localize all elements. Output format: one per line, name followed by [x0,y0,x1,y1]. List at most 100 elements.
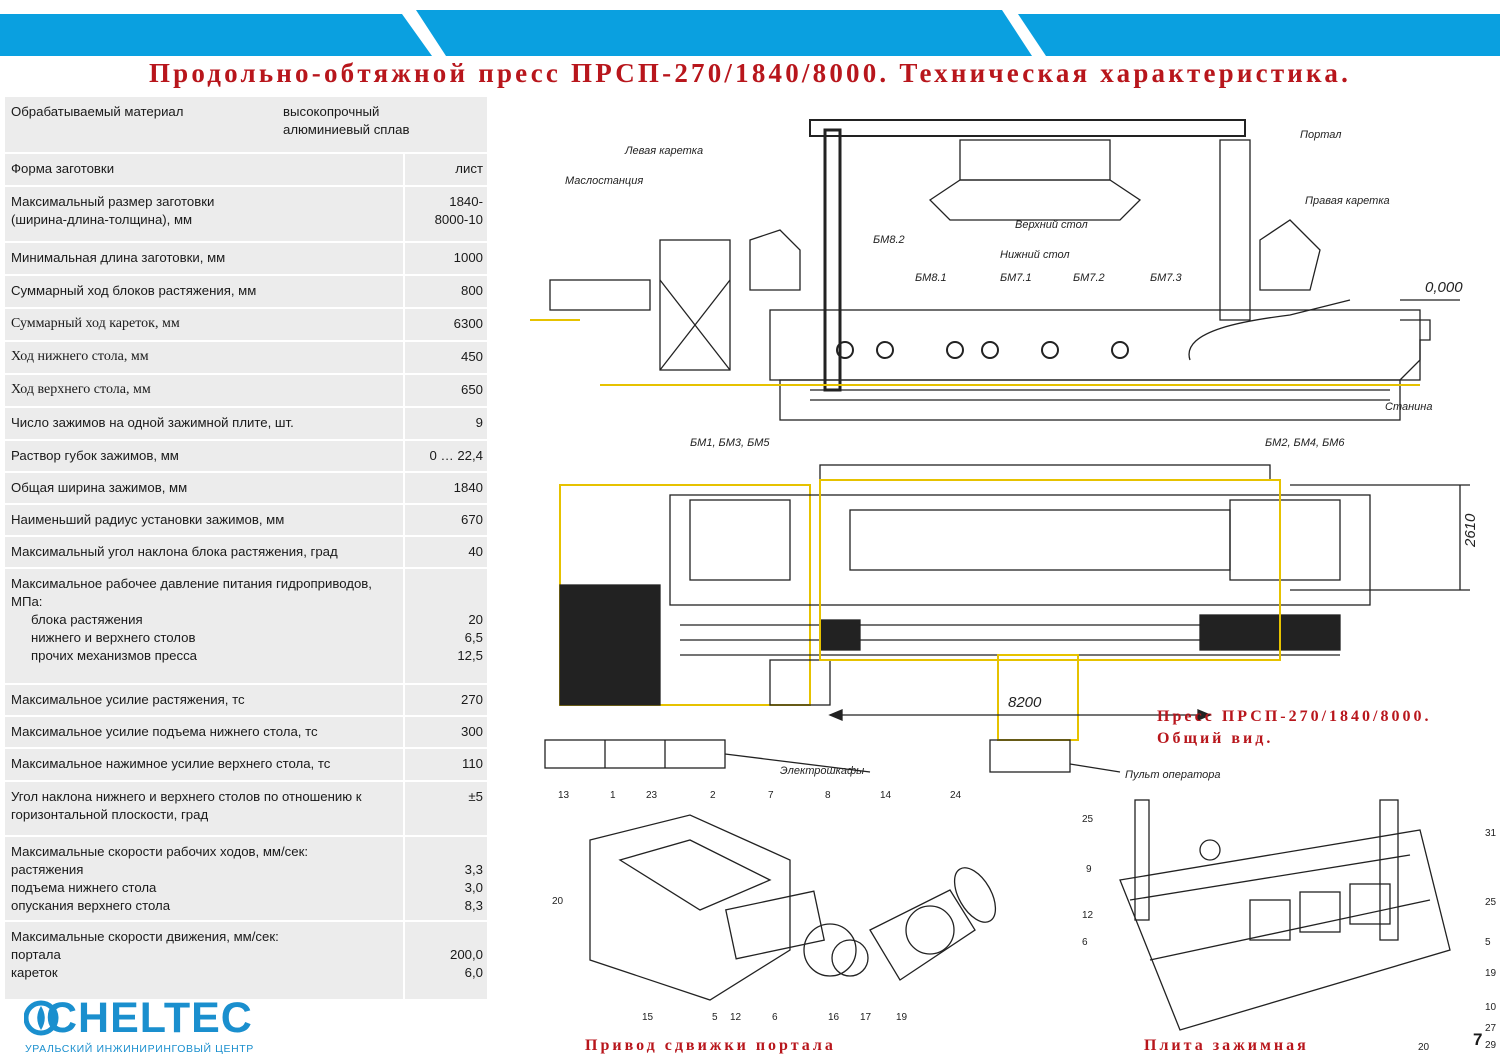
spec-label: Максимальные скорости рабочих ходов, мм/… [5,837,405,920]
table-row: Общая ширина зажимов, мм 1840 [5,473,487,505]
spec-label: Суммарный ход блоков растяжения, мм [5,276,405,307]
spec-label: Максимальный угол наклона блока растяжен… [5,537,405,567]
label-bm246: БМ2, БМ4, БМ6 [1265,437,1345,449]
spec-label: Максимальное нажимное усилие верхнего ст… [5,749,405,780]
spec-value: 450 [460,349,483,364]
label-bm81: БМ8.1 [915,272,947,284]
table-row: Максимальный угол наклона блока растяжен… [5,537,487,569]
spec-value: 9 [475,415,483,430]
spec-table: Обрабатываемый материал высокопрочный алю… [5,97,487,999]
spec-value: 3,3 3,0 8,3 [464,862,483,913]
spec-value: 300 [460,724,483,739]
label-lower-table: Нижний стол [1000,249,1070,261]
drive-part-callout: 16 [828,1012,840,1023]
label-operator-panel: Пульт оператора [1125,769,1220,781]
drive-part-callout: 17 [860,1012,872,1023]
plate-part-callout: 6 [1082,937,1088,948]
plate-part-callout: 20 [1418,1042,1430,1053]
drive-part-callout: 6 [772,1012,778,1023]
spec-label: Максимальный размер заготовки(ширина-дли… [5,187,405,241]
table-row: Число зажимов на одной зажимной плите, ш… [5,408,487,441]
spec-label: Наименьший радиус установки зажимов, мм [5,505,405,535]
spec-value: 1840 [453,480,483,495]
table-row: Максимальное нажимное усилие верхнего ст… [5,749,487,782]
table-row: Форма заготовки лист [5,154,487,187]
table-row: Максимальный размер заготовки(ширина-дли… [5,187,487,243]
table-row: Максимальные скорости рабочих ходов, мм/… [5,837,487,922]
label-level: 0,000 [1425,279,1463,296]
spec-label: Раствор губок зажимов, мм [5,441,405,471]
spec-label: Максимальное рабочее давление питания ги… [5,569,405,683]
spec-label: Максимальное усилие растяжения, тс [5,685,405,715]
spec-label: Ход нижнего стола, мм [5,342,405,373]
spec-label: Угол наклона нижнего и верхнего столов п… [5,782,405,835]
spec-value: 650 [460,382,483,397]
spec-label: Минимальная длина заготовки, мм [5,243,405,274]
dimension-width: 2610 [1462,513,1479,548]
table-row: Ход верхнего стола, мм 650 [5,375,487,408]
plate-part-callout: 31 [1485,828,1497,839]
plate-part-callout: 5 [1485,937,1491,948]
spec-value: алюминиевый сплав [283,122,410,137]
label-bm73: БМ7.3 [1150,272,1182,284]
table-row: Раствор губок зажимов, мм 0 … 22,4 [5,441,487,473]
label-bm72: БМ7.2 [1073,272,1105,284]
spec-value: 1840-8000-10 [434,194,483,227]
table-row: Наименьший радиус установки зажимов, мм … [5,505,487,537]
caption-general-view: Пресс ПРСП-270/1840/8000. [1157,708,1432,725]
drive-part-callout: 7 [768,790,774,801]
spec-value: 200,0 6,0 [449,947,483,980]
label-right-carriage: Правая каретка [1305,195,1390,207]
spec-label: Обрабатываемый материал [11,104,184,119]
plate-part-callout: 12 [1082,910,1094,921]
page-number: 7 [1473,1030,1483,1049]
table-row: Максимальное рабочее давление питания ги… [5,569,487,685]
label-left-carriage: Левая каретка [624,145,703,157]
dimension-length: 8200 [1008,694,1042,711]
drive-part-callout: 5 [712,1012,718,1023]
label-cabinets: Электрошкафы [780,765,864,777]
drive-part-callout: 20 [552,896,564,907]
logo-name: CHELTEC [46,994,253,1042]
caption-drive: Привод сдвижки портала [585,1037,836,1054]
spec-label: Число зажимов на одной зажимной плите, ш… [5,408,405,439]
caption-general-view-2: Общий вид. [1157,730,1274,747]
page-title: Продольно-обтяжной пресс ПРСП-270/1840/8… [148,58,1352,88]
drive-part-callout: 12 [730,1012,742,1023]
spec-value: 800 [460,283,483,298]
label-oil-station: Маслостанция [565,175,643,187]
logo [24,1000,59,1036]
label-frame: Станина [1385,401,1432,413]
table-row: Максимальное усилие подъема нижнего стол… [5,717,487,749]
spec-value: лист [455,161,483,176]
plate-part-callout: 9 [1086,864,1092,875]
table-row: Ход нижнего стола, мм 450 [5,342,487,375]
logo-tagline: УРАЛЬСКИЙ ИНЖИНИРИНГОВЫЙ ЦЕНТР [25,1043,254,1055]
spec-value: 110 [461,756,483,771]
label-portal: Портал [1300,129,1341,141]
spec-label: Общая ширина зажимов, мм [5,473,405,503]
drive-part-callout: 14 [880,790,892,801]
label-bm71: БМ7.1 [1000,272,1032,284]
plate-part-callout: 25 [1485,897,1497,908]
spec-label: Форма заготовки [5,154,405,185]
press-drawing: Портал Левая каретка Правая каретка Масл… [530,119,1479,1031]
spec-label: Максимальное усилие подъема нижнего стол… [5,717,405,747]
spec-value: высокопрочный [283,104,380,119]
drive-part-callout: 19 [896,1012,908,1023]
drive-part-callout: 24 [950,790,962,801]
spec-value: 670 [460,512,483,527]
drive-part-callout: 1 [610,790,616,801]
spec-value: 6300 [453,316,483,331]
drive-part-callout: 15 [642,1012,654,1023]
drive-part-callout: 23 [646,790,658,801]
table-row: Максимальное усилие растяжения, тс 270 [5,685,487,717]
spec-value: 40 [468,544,483,559]
table-row: Обрабатываемый материал высокопрочный алю… [5,97,487,154]
table-row: Максимальные скорости движения, мм/сек: … [5,922,487,999]
label-upper-table: Верхний стол [1015,219,1088,231]
spec-value: 0 … 22,4 [429,448,483,463]
header-bar [0,10,1500,56]
spec-value: 1000 [453,250,483,265]
